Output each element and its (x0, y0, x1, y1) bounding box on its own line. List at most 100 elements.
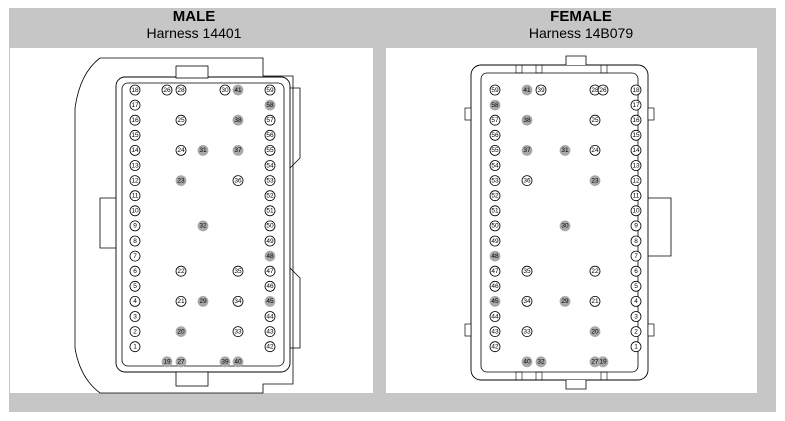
female-pin-37: 37 (521, 145, 533, 156)
pin-label: 1 (133, 344, 137, 351)
pin-label: 20 (177, 328, 185, 335)
pin-circle (197, 295, 209, 307)
female-pin-7: 7 (630, 250, 642, 262)
pin-label: 7 (634, 253, 638, 260)
pin-label: 27 (177, 359, 185, 366)
pin-circle (521, 356, 533, 368)
pin-circle (489, 205, 501, 217)
female-connector-drawing: 5958575655545352515049484746454443421817… (464, 55, 672, 390)
pin-circle (129, 175, 141, 187)
male-pin-37: 37 (232, 145, 244, 156)
female-pin-38: 38 (521, 114, 533, 126)
female-pin-30: 30 (559, 220, 571, 232)
male-pin-39: 39 (219, 356, 231, 368)
pin-label: 49 (266, 238, 274, 245)
male-pin-54: 54 (264, 160, 276, 171)
pin-label: 11 (132, 193, 139, 200)
male-pin-56: 56 (264, 129, 276, 141)
female-pin-17: 17 (630, 99, 642, 111)
female-pin-23: 23 (589, 175, 601, 187)
female-pin-9: 9 (630, 220, 642, 232)
female-pin-42: 42 (489, 341, 501, 353)
pin-label: 27 (591, 359, 599, 366)
pin-circle (521, 175, 533, 187)
male-pin-25: 25 (175, 114, 187, 126)
pin-circle (630, 114, 642, 126)
female-pin-8: 8 (630, 235, 642, 247)
female-pin-21: 21 (589, 295, 601, 307)
male-pin-1: 1 (129, 341, 141, 353)
female-pin-group: 5958575655545352515049484746454443421817… (489, 84, 642, 368)
male-pin-21: 21 (175, 295, 187, 307)
female-pin-24: 24 (589, 145, 601, 156)
pin-label: 55 (491, 147, 499, 154)
male-pin-5: 5 (129, 280, 141, 292)
pin-label: 3 (634, 313, 638, 320)
male-pin-57: 57 (264, 114, 276, 126)
pin-label: 7 (133, 253, 137, 260)
pin-circle (559, 295, 571, 307)
pin-circle (175, 326, 187, 338)
pin-circle (232, 326, 244, 338)
pin-label: 44 (491, 313, 499, 320)
male-heading: MALE Harness 14401 (9, 8, 379, 42)
female-pin-5: 5 (630, 280, 642, 292)
pin-circle (489, 326, 501, 338)
pin-circle (489, 250, 501, 262)
pin-label: 48 (266, 253, 274, 260)
male-pin-52: 52 (264, 190, 276, 202)
male-pin-35: 35 (232, 265, 244, 277)
male-title: MALE (172, 8, 216, 25)
female-pin-14: 14 (630, 145, 642, 156)
pin-circle (232, 295, 244, 307)
pin-label: 6 (634, 268, 638, 275)
pin-circle (219, 84, 231, 96)
female-notch (515, 371, 523, 381)
male-pin-20: 20 (175, 326, 187, 338)
pin-circle (630, 326, 642, 338)
pin-circle (489, 280, 501, 292)
female-pin-46: 46 (489, 280, 501, 292)
pin-circle (630, 175, 642, 187)
pin-circle (630, 99, 642, 111)
male-pin-45: 45 (264, 295, 276, 307)
pin-label: 17 (632, 102, 640, 109)
pin-label: 16 (632, 117, 640, 124)
female-heading: FEMALE Harness 14B079 (396, 8, 766, 42)
male-pin-11: 11 (129, 190, 141, 202)
female-pin-12: 12 (630, 175, 642, 187)
pin-circle (521, 326, 533, 338)
female-pin-1: 1 (630, 341, 642, 353)
pin-circle (489, 99, 501, 111)
pin-label: 49 (491, 238, 499, 245)
male-pin-28: 28 (175, 84, 187, 96)
pin-circle (129, 205, 141, 217)
pin-label: 22 (591, 268, 599, 275)
pin-label: 10 (632, 208, 640, 215)
male-pin-18: 18 (129, 84, 141, 96)
pin-circle (161, 84, 173, 96)
male-pin-15: 15 (129, 129, 141, 141)
female-side-latch (464, 323, 472, 337)
pin-label: 33 (523, 328, 531, 335)
pin-circle (521, 145, 533, 156)
pin-circle (197, 145, 209, 156)
male-connector-drawing: 1817161514131211109876543215958575655545… (74, 57, 301, 394)
pin-circle (175, 145, 187, 156)
pin-label: 1 (634, 344, 638, 351)
pin-label: 51 (266, 208, 274, 215)
pin-circle (175, 356, 187, 368)
female-pin-51: 51 (489, 205, 501, 217)
female-pin-26: 26 (597, 84, 609, 96)
female-notch (535, 371, 543, 381)
female-pin-20: 20 (589, 326, 601, 338)
male-pin-33: 33 (232, 326, 244, 338)
pin-circle (175, 84, 187, 96)
male-pin-group: 1817161514131211109876543215958575655545… (129, 84, 276, 368)
pin-circle (630, 129, 642, 141)
pin-circle (264, 175, 276, 187)
pin-label: 42 (491, 344, 499, 351)
pin-label: 3 (133, 313, 137, 320)
female-pin-35: 35 (521, 265, 533, 277)
